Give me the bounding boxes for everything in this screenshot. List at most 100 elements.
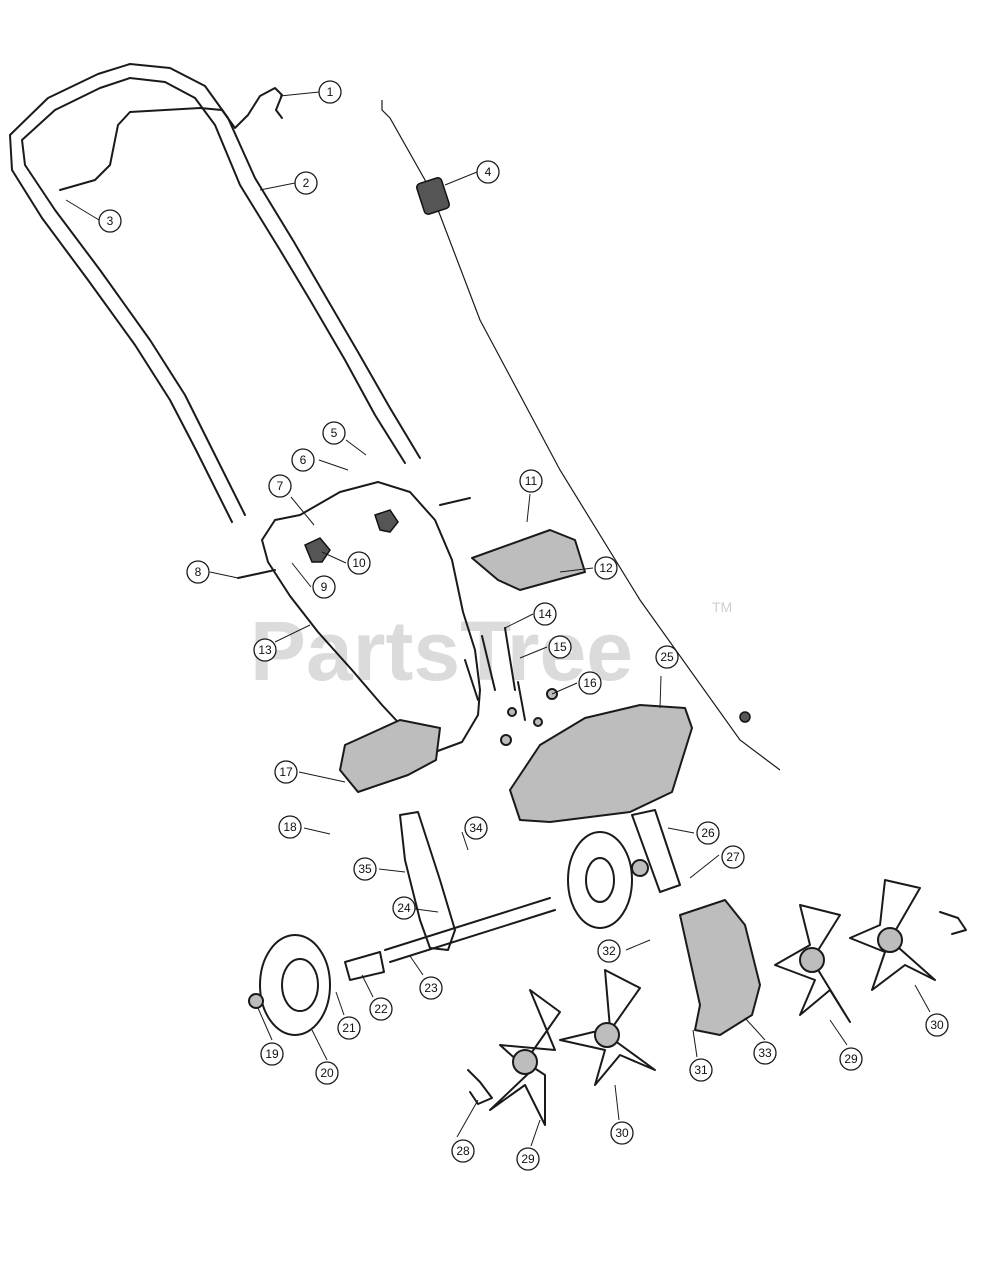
bolt-2	[439, 497, 471, 506]
svg-text:11: 11	[525, 474, 538, 488]
svg-text:34: 34	[469, 821, 483, 835]
callout-1: 1	[318, 80, 342, 104]
callout-32: 32	[597, 939, 621, 963]
control-bail	[59, 87, 283, 191]
svg-text:28: 28	[456, 1144, 470, 1158]
svg-text:25: 25	[660, 650, 674, 664]
callout-10: 10	[347, 551, 371, 575]
callout-19: 19	[260, 1042, 284, 1066]
callout-23: 23	[419, 976, 443, 1000]
callout-27: 27	[721, 845, 745, 869]
svg-text:16: 16	[583, 676, 597, 690]
bolt	[237, 569, 276, 579]
callout-29b: 29	[839, 1047, 863, 1071]
callout-8: 8	[186, 560, 210, 584]
axle-spacer	[344, 951, 385, 981]
callout-14: 14	[533, 602, 557, 626]
callout-5: 5	[322, 421, 346, 445]
leader-lines	[65, 91, 931, 1147]
callout-31: 31	[689, 1058, 713, 1082]
svg-text:13: 13	[258, 643, 272, 657]
callout-16: 16	[578, 671, 602, 695]
callout-2: 2	[294, 171, 318, 195]
lower-handle	[261, 481, 481, 753]
left-wheel	[248, 934, 331, 1036]
svg-text:12: 12	[599, 561, 613, 575]
callout-35: 35	[353, 857, 377, 881]
clevis-pin	[467, 1069, 493, 1105]
svg-text:35: 35	[358, 862, 372, 876]
callout-24: 24	[392, 896, 416, 920]
callout-11: 11	[519, 469, 543, 493]
callout-3: 3	[98, 209, 122, 233]
callout-29: 29	[516, 1147, 540, 1171]
wheel-bracket	[399, 811, 456, 951]
svg-text:31: 31	[694, 1063, 708, 1077]
svg-text:33: 33	[758, 1046, 772, 1060]
callout-28: 28	[451, 1139, 475, 1163]
svg-text:20: 20	[320, 1066, 334, 1080]
upper-bracket	[471, 529, 586, 591]
svg-text:29: 29	[844, 1052, 858, 1066]
callout-25: 25	[655, 645, 679, 669]
svg-text:5: 5	[331, 426, 338, 440]
callout-26: 26	[696, 821, 720, 845]
tine-assembly-right	[774, 879, 936, 1023]
callout-13: 13	[253, 638, 277, 662]
wheel-axle	[384, 897, 556, 963]
callout-6: 6	[291, 448, 315, 472]
callout-20: 20	[315, 1061, 339, 1085]
callout-4: 4	[476, 160, 500, 184]
callout-21: 21	[337, 1016, 361, 1040]
svg-text:1: 1	[327, 85, 334, 99]
svg-text:19: 19	[265, 1047, 279, 1061]
callout-33: 33	[753, 1041, 777, 1065]
svg-text:30: 30	[615, 1126, 629, 1140]
callout-30: 30	[610, 1121, 634, 1145]
svg-text:2: 2	[303, 176, 310, 190]
callout-34: 34	[464, 816, 488, 840]
callout-22: 22	[369, 997, 393, 1021]
svg-text:23: 23	[424, 981, 438, 995]
callout-12: 12	[594, 556, 618, 580]
svg-text:8: 8	[195, 565, 202, 579]
carriage-bolts	[464, 627, 558, 746]
callout-7: 7	[268, 474, 292, 498]
right-wheel	[567, 831, 649, 929]
tine-assembly-left	[489, 969, 656, 1126]
watermark-trademark: TM	[712, 599, 732, 615]
handle-knob	[304, 537, 331, 563]
tine-shield	[509, 704, 693, 823]
svg-text:10: 10	[352, 556, 366, 570]
svg-text:18: 18	[283, 820, 297, 834]
svg-text:15: 15	[553, 640, 567, 654]
callout-15: 15	[548, 635, 572, 659]
gear-case	[679, 899, 761, 1036]
callout-30b: 30	[925, 1013, 949, 1037]
callout-9: 9	[312, 575, 336, 599]
svg-text:9: 9	[321, 580, 328, 594]
svg-text:24: 24	[397, 901, 411, 915]
svg-text:14: 14	[538, 607, 552, 621]
lower-bracket	[339, 719, 441, 793]
clevis-pin-2	[939, 911, 967, 935]
handle-knob-2	[374, 509, 399, 533]
svg-text:29: 29	[521, 1152, 535, 1166]
svg-text:6: 6	[300, 453, 307, 467]
tine-shaft-tube	[631, 809, 681, 893]
callout-17: 17	[274, 760, 298, 784]
svg-text:32: 32	[602, 944, 616, 958]
callout-18: 18	[278, 815, 302, 839]
svg-text:3: 3	[107, 214, 114, 228]
svg-text:22: 22	[374, 1002, 388, 1016]
svg-text:7: 7	[277, 479, 284, 493]
svg-text:30: 30	[930, 1018, 944, 1032]
svg-text:17: 17	[279, 765, 293, 779]
control-cable	[381, 100, 781, 771]
svg-text:27: 27	[726, 850, 740, 864]
svg-text:4: 4	[485, 165, 492, 179]
svg-text:21: 21	[342, 1021, 356, 1035]
svg-text:26: 26	[701, 826, 715, 840]
upper-handle	[9, 63, 421, 523]
